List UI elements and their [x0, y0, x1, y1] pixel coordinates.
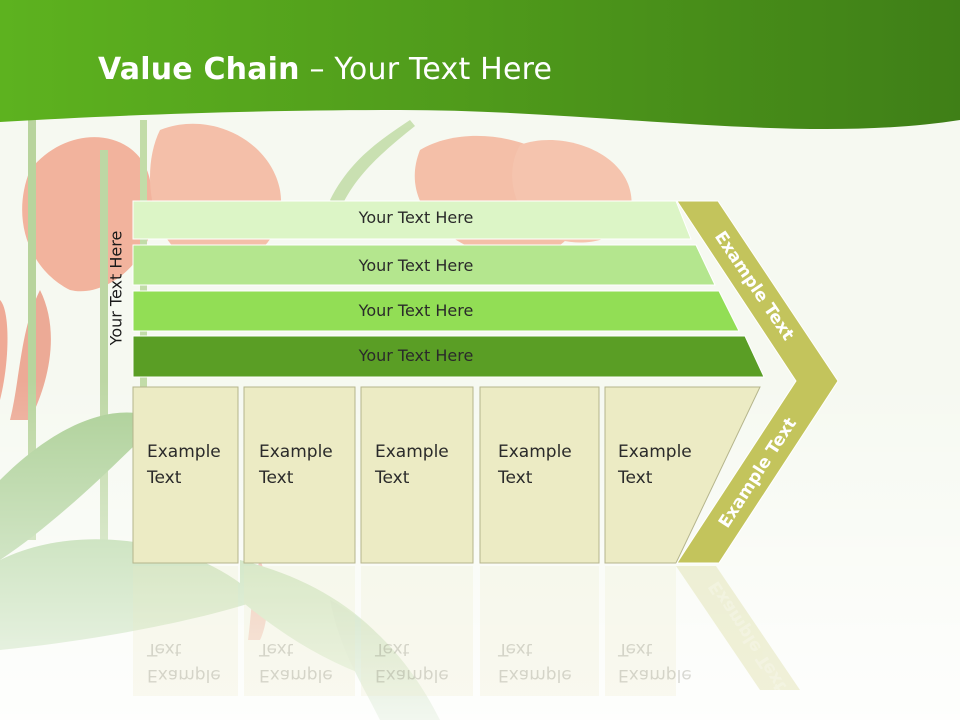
margin-chevron: [676, 200, 839, 564]
reflection: [133, 566, 800, 696]
value-bar-3: [132, 290, 740, 332]
bar-label-1: Your Text Here: [358, 208, 474, 227]
bar-label-2: Your Text Here: [358, 256, 474, 275]
bar-label-4: Your Text Here: [358, 346, 474, 365]
activity-box-1: [132, 386, 239, 564]
activity-box-4: [479, 386, 600, 564]
header-band: [0, 0, 960, 130]
value-bar-1: [132, 200, 692, 240]
bar-label-3: Your Text Here: [358, 301, 474, 320]
page-title: Value Chain – Your Text Here: [98, 52, 553, 87]
value-bar-4: [132, 335, 765, 378]
activity-box-5: [604, 386, 761, 564]
side-label: Your Text Here: [106, 230, 126, 346]
value-bar-2: [132, 244, 716, 286]
activity-box-3: [360, 386, 474, 564]
activity-box-2: [243, 386, 356, 564]
